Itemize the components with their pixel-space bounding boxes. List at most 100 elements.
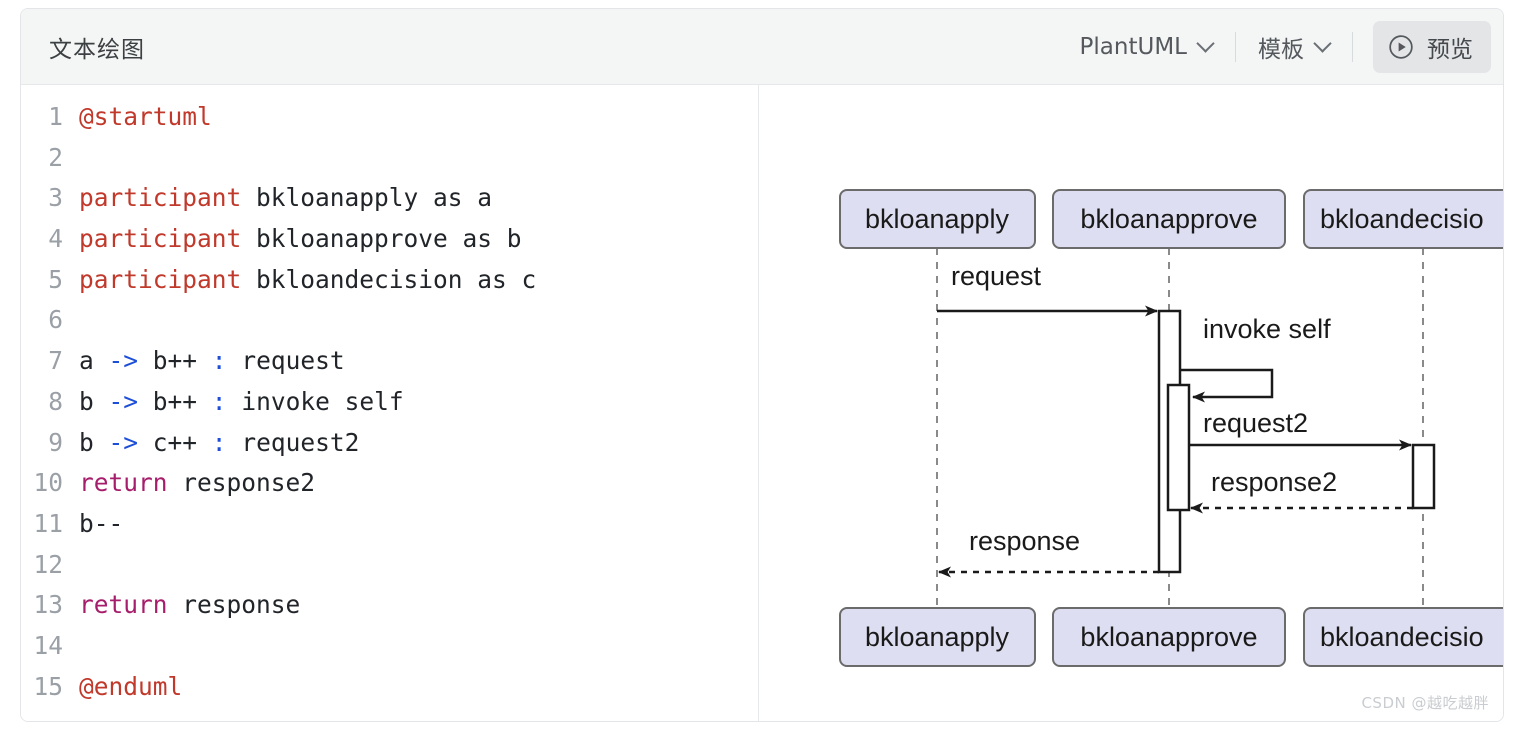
code-line[interactable]: 1 @startuml (21, 97, 758, 138)
line-number: 15 (33, 671, 63, 701)
preview-button-label: 预览 (1427, 36, 1473, 63)
text-drawing-app-window: 文本绘图 PlantUML 模板 预览 (20, 8, 1504, 722)
code-line-content: participant bkloanapprove as b (79, 219, 522, 260)
code-token: bkloanapply as a (241, 183, 493, 213)
code-line-content: return response (79, 585, 300, 626)
participant-boxes-top: bkloanapply bkloanapprove bkloandecisio (839, 189, 1503, 249)
line-number: 8 (48, 386, 63, 416)
code-token: request2 (226, 427, 360, 457)
code-token: invoke self (226, 386, 404, 416)
code-token: response2 (167, 468, 316, 498)
code-token: b (79, 427, 109, 457)
code-editor-pane[interactable]: 1 @startuml 2 3 participant bkloanapply as a… (21, 85, 759, 721)
code-line[interactable]: 11 b-- (21, 504, 758, 545)
participant-box-a-bottom (839, 607, 1036, 667)
code-token: @startuml (79, 102, 212, 131)
line-number: 11 (33, 508, 63, 538)
participant-label-a-top: bkloanapply (865, 204, 1010, 234)
code-editor-text[interactable]: 1 @startuml 2 3 participant bkloanapply as a… (21, 85, 758, 707)
code-line[interactable]: 15 @enduml (21, 667, 758, 708)
message-label-request: request (951, 261, 1042, 291)
code-token: -> (108, 386, 139, 416)
code-token: a (79, 346, 109, 376)
line-number: 3 (48, 183, 63, 213)
code-line-content: b -> c++ : request2 (79, 423, 359, 464)
code-token: b-- (79, 508, 124, 538)
participant-label-c-bottom: bkloandecisio (1320, 622, 1484, 652)
message-response2: response2 (1190, 467, 1413, 514)
line-number: 5 (48, 264, 63, 294)
code-line[interactable]: 4 participant bkloanapprove as b (21, 219, 758, 260)
line-number: 10 (33, 468, 63, 498)
message-invoke-self: invoke self (1180, 314, 1331, 403)
line-number: 1 (48, 102, 63, 131)
line-number: 4 (48, 224, 63, 254)
code-token: participant (79, 183, 242, 213)
line-number: 7 (48, 346, 63, 376)
code-token: participant (79, 224, 242, 254)
code-token: return (79, 468, 168, 498)
message-label-request2: request2 (1203, 408, 1308, 438)
engine-select-plantuml[interactable]: PlantUML (1064, 34, 1229, 60)
template-select-label: 模板 (1258, 36, 1304, 63)
code-line-content: @enduml (79, 667, 182, 708)
toolbar-divider-1 (1235, 31, 1236, 62)
line-number: 2 (48, 142, 63, 172)
chevron-down-icon (1315, 36, 1330, 51)
code-line[interactable]: 12 (21, 545, 758, 586)
code-line-content: a -> b++ : request (79, 341, 345, 382)
participant-box-b-top (1052, 189, 1286, 249)
code-token: : (211, 346, 227, 376)
code-token: response (167, 590, 301, 620)
code-line[interactable]: 10 return response2 (21, 463, 758, 504)
body-split: 1 @startuml 2 3 participant bkloanapply as a… (21, 85, 1503, 721)
code-token: @enduml (79, 671, 183, 701)
participant-box-a-top (839, 189, 1036, 249)
chevron-down-icon (1198, 36, 1213, 51)
code-token: : (211, 427, 227, 457)
line-number: 6 (48, 305, 63, 335)
code-line-content: participant bkloanapply as a (79, 178, 492, 219)
code-line-content: @startuml (79, 97, 212, 138)
code-token: return (79, 590, 168, 620)
code-token: -> (108, 346, 139, 376)
preview-button[interactable]: 预览 (1373, 20, 1491, 73)
activation-b-nested (1166, 383, 1191, 512)
message-label-response: response (969, 526, 1080, 556)
message-request: request (937, 261, 1158, 317)
code-token: request (226, 346, 345, 376)
activation-c (1411, 443, 1436, 510)
code-line[interactable]: 6 (21, 300, 758, 341)
code-token: bkloandecision as c (241, 264, 537, 294)
code-line-content: b-- (79, 504, 123, 545)
code-token: c++ (138, 427, 212, 457)
participant-box-b-bottom (1052, 607, 1286, 667)
participant-label-a-bottom: bkloanapply (865, 622, 1010, 652)
code-token: b++ (138, 346, 212, 376)
code-line[interactable]: 2 (21, 138, 758, 179)
message-response: response (938, 526, 1159, 578)
code-token: -> (108, 427, 139, 457)
line-number: 14 (33, 630, 63, 660)
template-select[interactable]: 模板 (1242, 30, 1346, 64)
page-title: 文本绘图 (49, 36, 145, 63)
diagram-preview-pane: bkloanapply bkloanapprove bkloandecisio … (759, 85, 1503, 721)
line-number: 12 (33, 549, 63, 579)
code-line[interactable]: 14 (21, 626, 758, 667)
code-line[interactable]: 3 participant bkloanapply as a (21, 178, 758, 219)
code-token: b (79, 386, 109, 416)
watermark: CSDN @越吃越胖 (1361, 694, 1489, 712)
code-token: participant (79, 264, 242, 294)
toolbar-divider-2 (1352, 31, 1353, 62)
header-toolbar: PlantUML 模板 预览 (1064, 9, 1491, 84)
code-token: bkloanapprove as b (241, 224, 522, 254)
code-line[interactable]: 5 participant bkloandecision as c (21, 260, 758, 301)
code-token: : (211, 386, 227, 416)
participant-boxes-bottom: bkloanapply bkloanapprove bkloandecisio (839, 607, 1503, 667)
code-line-content: participant bkloandecision as c (79, 260, 536, 301)
line-number: 9 (48, 427, 63, 457)
